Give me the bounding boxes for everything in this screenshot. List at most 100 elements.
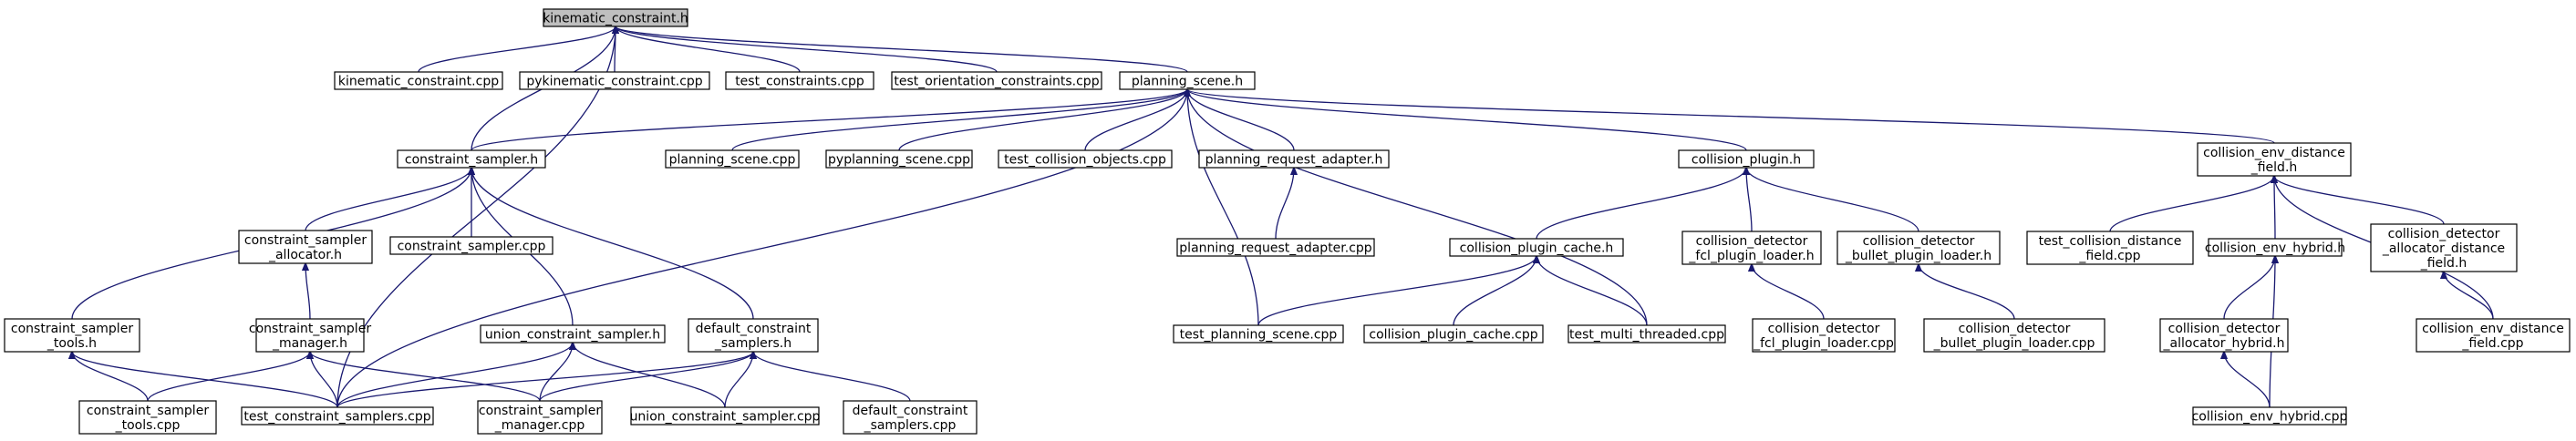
graph-node[interactable]: constraint_sampler_manager.cpp bbox=[477, 400, 603, 435]
node-label: _samplers.cpp bbox=[864, 418, 957, 433]
graph-node[interactable]: collision_detector_fcl_plugin_loader.h bbox=[1681, 231, 1822, 265]
graph-node[interactable]: constraint_sampler_allocator.h bbox=[238, 230, 373, 264]
node-label: constraint_sampler bbox=[479, 404, 601, 418]
node-box bbox=[2159, 318, 2289, 353]
graph-node[interactable]: collision_detector_bullet_plugin_loader.… bbox=[1923, 318, 2105, 353]
dependency-edge bbox=[310, 352, 541, 402]
node-label: test_orientation_constraints.cpp bbox=[894, 75, 1099, 89]
dependency-edge bbox=[1746, 168, 1919, 232]
dependency-edge bbox=[1752, 264, 1825, 320]
node-box bbox=[238, 230, 373, 264]
dependency-edge bbox=[616, 26, 1188, 73]
graph-node[interactable]: collision_env_distance_field.cpp bbox=[2416, 318, 2571, 353]
dependency-edge bbox=[1453, 256, 1536, 326]
node-box bbox=[78, 400, 217, 435]
node-label: test_constraints.cpp bbox=[735, 75, 864, 89]
graph-node[interactable]: constraint_sampler.h bbox=[397, 149, 546, 169]
node-box bbox=[519, 71, 710, 90]
node-label: _samplers.h bbox=[714, 336, 791, 351]
node-box bbox=[255, 318, 365, 353]
node-box bbox=[2197, 142, 2352, 177]
dependency-edge bbox=[2109, 176, 2274, 232]
node-label: pykinematic_constraint.cpp bbox=[526, 75, 702, 89]
dependency-edge bbox=[616, 26, 998, 73]
graph-node[interactable]: collision_plugin_cache.cpp bbox=[1363, 324, 1544, 344]
node-box bbox=[825, 149, 973, 169]
node-box bbox=[630, 406, 820, 426]
node-box bbox=[480, 324, 666, 344]
graph-node[interactable]: default_constraint_samplers.h bbox=[688, 318, 819, 353]
dependency-edge bbox=[418, 26, 616, 73]
graph-node[interactable]: collision_plugin_cache.h bbox=[1449, 238, 1624, 257]
dependency-edge bbox=[305, 263, 311, 320]
node-label: _tools.h bbox=[47, 336, 97, 351]
graph-node[interactable]: pykinematic_constraint.cpp bbox=[519, 71, 710, 90]
graph-node[interactable]: test_multi_threaded.cpp bbox=[1567, 324, 1726, 344]
node-label: planning_request_adapter.cpp bbox=[1179, 241, 1372, 256]
graph-node[interactable]: collision_detector_allocator_hybrid.h bbox=[2159, 318, 2289, 353]
node-label: collision_env_distance bbox=[2203, 146, 2345, 160]
graph-node[interactable]: test_planning_scene.cpp bbox=[1173, 324, 1344, 344]
node-box bbox=[1198, 149, 1390, 169]
node-label: collision_detector bbox=[1863, 234, 1975, 249]
node-label: test_planning_scene.cpp bbox=[1180, 328, 1338, 343]
graph-node[interactable]: collision_plugin.h bbox=[1678, 149, 1815, 169]
dependency-edge bbox=[1187, 89, 1259, 326]
dependency-edge bbox=[72, 352, 338, 408]
graph-node[interactable]: planning_request_adapter.h bbox=[1198, 149, 1390, 169]
node-label: _field.cpp bbox=[2461, 336, 2523, 351]
graph-node[interactable]: kinematic_constraint.cpp bbox=[334, 71, 503, 90]
node-box bbox=[477, 400, 603, 435]
graph-node[interactable]: test_orientation_constraints.cpp bbox=[891, 71, 1102, 90]
graph-node[interactable]: union_constraint_sampler.cpp bbox=[630, 406, 821, 426]
graph-node[interactable]: test_collision_objects.cpp bbox=[998, 149, 1173, 169]
graph-node[interactable]: default_constraint_samplers.cpp bbox=[843, 400, 978, 435]
graph-node[interactable]: collision_detector_bullet_plugin_loader.… bbox=[1836, 231, 2001, 265]
node-box bbox=[725, 71, 874, 90]
graph-node[interactable]: collision_env_hybrid.cpp bbox=[2192, 406, 2348, 426]
node-label: _field.h bbox=[2420, 256, 2467, 271]
graph-node[interactable]: planning_request_adapter.cpp bbox=[1176, 238, 1375, 257]
node-label: pyplanning_scene.cpp bbox=[828, 153, 970, 168]
node-box bbox=[397, 149, 546, 169]
node-label: _fcl_plugin_loader.cpp bbox=[1753, 336, 1894, 351]
dependency-edge bbox=[336, 352, 753, 408]
graph-node[interactable]: collision_env_distance_field.h bbox=[2197, 142, 2352, 177]
dependency-edge bbox=[336, 89, 1187, 408]
dependency-edge bbox=[573, 343, 726, 408]
graph-node[interactable]: kinematic_constraint.h bbox=[543, 8, 688, 27]
graph-node[interactable]: collision_env_hybrid.h bbox=[2205, 238, 2345, 257]
dependency-edge bbox=[616, 26, 801, 73]
graph-node[interactable]: test_collision_distance_field.cpp bbox=[2026, 231, 2194, 265]
node-box bbox=[891, 71, 1102, 90]
dependency-edge bbox=[539, 352, 753, 402]
graph-node[interactable]: test_constraints.cpp bbox=[725, 71, 874, 90]
node-label: collision_env_hybrid.cpp bbox=[2192, 410, 2348, 425]
nodes-layer: kinematic_constraint.h kinematic_constrai… bbox=[4, 8, 2571, 435]
node-label: collision_plugin_cache.cpp bbox=[1369, 328, 1537, 343]
graph-node[interactable]: planning_scene.h bbox=[1119, 71, 1256, 90]
node-label: _fcl_plugin_loader.h bbox=[1688, 249, 1814, 263]
graph-node[interactable]: constraint_sampler_tools.h bbox=[4, 318, 140, 353]
node-box bbox=[2416, 318, 2571, 353]
graph-node[interactable]: constraint_sampler_tools.cpp bbox=[78, 400, 217, 435]
node-label: test_collision_distance bbox=[2039, 234, 2182, 249]
dependency-edge bbox=[2224, 352, 2271, 408]
graph-node[interactable]: constraint_sampler.cpp bbox=[389, 236, 553, 255]
dependency-edge bbox=[1187, 89, 1295, 151]
graph-node[interactable]: planning_scene.cpp bbox=[665, 149, 800, 169]
graph-node[interactable]: pyplanning_scene.cpp bbox=[825, 149, 973, 169]
graph-node[interactable]: test_constraint_samplers.cpp bbox=[241, 406, 434, 426]
graph-node[interactable]: constraint_sampler_manager.h bbox=[249, 318, 371, 353]
graph-node[interactable]: collision_detector_fcl_plugin_loader.cpp bbox=[1752, 318, 1896, 353]
dependency-edge bbox=[1187, 89, 1747, 151]
node-label: collision_detector bbox=[2388, 227, 2500, 241]
node-box bbox=[1173, 324, 1344, 344]
graph-node[interactable]: collision_detector_allocator_distance_fi… bbox=[2370, 223, 2518, 272]
dependency-edge bbox=[305, 168, 471, 231]
dependency-edge bbox=[731, 89, 1187, 151]
node-box bbox=[665, 149, 800, 169]
graph-node[interactable]: union_constraint_sampler.h bbox=[480, 324, 666, 344]
node-box bbox=[2026, 231, 2194, 265]
